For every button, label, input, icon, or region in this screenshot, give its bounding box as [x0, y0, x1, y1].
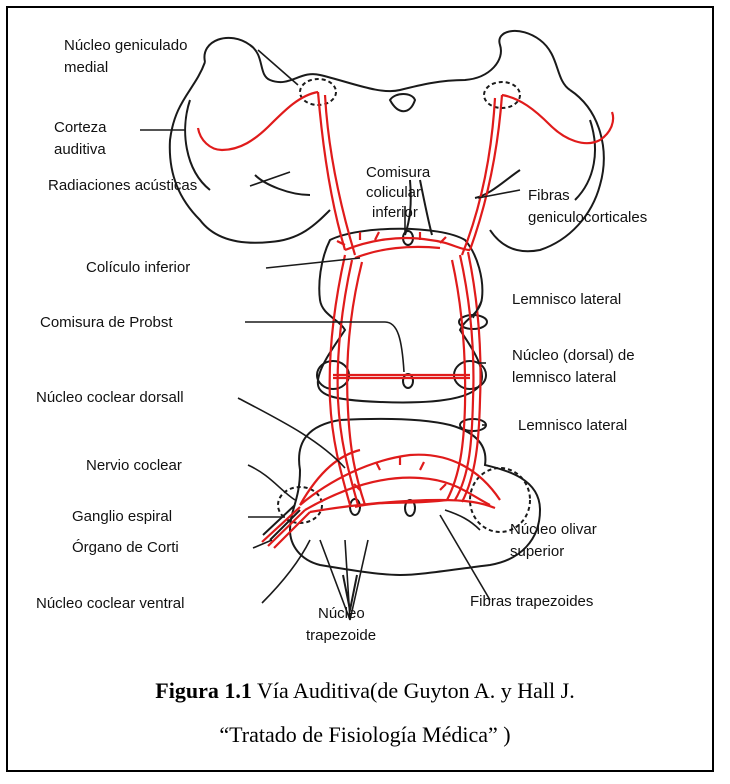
- label-ganglio-espiral: Ganglio espiral: [72, 508, 172, 525]
- left-hemisphere-outline: [170, 62, 330, 243]
- label-nucleo-geniculado: Núcleo geniculado: [64, 37, 187, 54]
- label-nucleo-olivar-superior: superior: [510, 543, 564, 560]
- label-comisura-colicular-1: Comisura: [366, 164, 431, 181]
- label-corteza-auditiva: auditiva: [54, 141, 106, 158]
- radiations-left: [198, 92, 318, 150]
- label-lemnisco-lateral-2: Lemnisco lateral: [518, 417, 627, 434]
- cortex-outline: [204, 31, 570, 91]
- figure-caption-line-2: “Tratado de Fisiología Médica” ): [0, 722, 730, 748]
- label-geniculocorticales: geniculocorticales: [528, 209, 647, 226]
- label-fibras: Fibras: [528, 187, 570, 204]
- label-corteza: Corteza: [54, 119, 107, 136]
- label-comisura-colicular-2: colicular: [366, 184, 421, 201]
- medulla-outline: [290, 419, 540, 575]
- label-organo-corti: Órgano de Corti: [72, 539, 179, 556]
- label-comisura-colicular-3: inferior: [372, 204, 418, 221]
- figure-caption-line-1: Figura 1.1 Vía Auditiva(de Guyton A. y H…: [0, 678, 730, 704]
- label-comisura-probst: Comisura de Probst: [40, 314, 173, 331]
- auditory-pathway-fibers: [198, 92, 613, 548]
- radiations-right: [502, 95, 613, 143]
- label-nucleo-trapezoide-2: trapezoide: [306, 627, 376, 644]
- label-nucleo-dorsal-1: Núcleo (dorsal) de: [512, 347, 635, 364]
- label-nucleo-geniculado-medial: medial: [64, 59, 108, 76]
- figure-label: Figura 1.1: [155, 678, 252, 703]
- label-fibras-trapezoides: Fibras trapezoides: [470, 593, 593, 610]
- label-nucleo-coclear-ventral: Núcleo coclear ventral: [36, 595, 184, 612]
- label-coliculo-inferior: Colículo inferior: [86, 259, 190, 276]
- label-lemnisco-lateral-1: Lemnisco lateral: [512, 291, 621, 308]
- label-nucleo-trapezoide-1: Núcleo: [318, 605, 365, 622]
- label-nucleo-olivar: Núcleo olivar: [510, 521, 597, 538]
- figure-caption-text: Vía Auditiva(de Guyton A. y Hall J.: [252, 678, 575, 703]
- label-nervio-coclear: Nervio coclear: [86, 457, 182, 474]
- right-hemisphere-outline: [490, 90, 604, 251]
- label-radiaciones: Radiaciones acústicas: [48, 177, 197, 194]
- auditory-pathway-diagram: Núcleo geniculado medial Corteza auditiv…: [0, 0, 730, 650]
- diagram-labels: Núcleo geniculado medial Corteza auditiv…: [36, 37, 647, 644]
- label-nucleo-coclear-dorsal: Núcleo coclear dorsall: [36, 389, 184, 406]
- label-nucleo-dorsal-2: lemnisco lateral: [512, 369, 616, 386]
